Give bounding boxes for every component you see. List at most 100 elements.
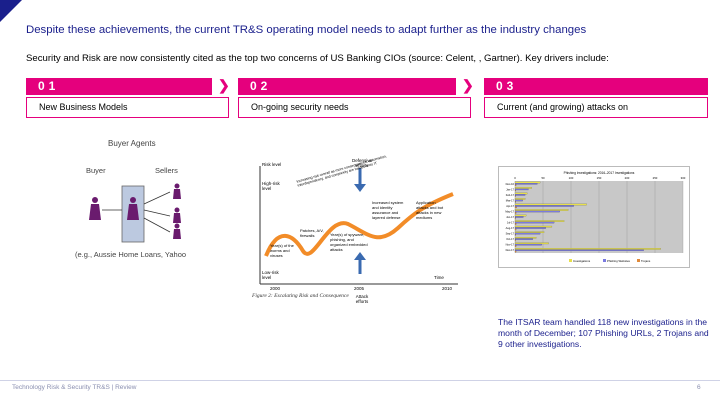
chart-title: Phishing Investigations: 2016–2017 Inves… <box>564 171 635 175</box>
chart-category-label: Nov-17 <box>506 243 515 247</box>
chart-bar <box>514 223 517 225</box>
chart-tick-label: 200 <box>625 176 630 180</box>
footer-divider <box>0 380 720 381</box>
chart-bar <box>514 194 526 196</box>
buyer-agents-diagram <box>89 183 181 243</box>
chart-bar <box>514 212 517 214</box>
risk-stage-1: Year(s) of the worms and viruses <box>270 243 294 258</box>
risk-figure-caption: Figure 2: Escalating Risk and Consequenc… <box>252 293 349 299</box>
chart-category-label: Feb-17 <box>506 193 515 197</box>
phishing-chart: Phishing Investigations: 2016–2017 Inves… <box>498 166 690 268</box>
driver-2-number: 02 <box>238 78 456 95</box>
chevron-right-icon: ❯ <box>462 77 474 93</box>
chart-tick-label: 300 <box>681 176 686 180</box>
chart-bar <box>514 183 538 185</box>
chart-bar <box>514 214 527 217</box>
chart-bar <box>514 239 516 242</box>
chart-bar <box>514 231 545 233</box>
driver-1-number: 01 <box>26 78 212 95</box>
sellers-label: Sellers <box>155 166 178 175</box>
chart-category-label: Dec-16 <box>506 182 515 186</box>
chart-category-label: May-17 <box>505 209 514 213</box>
chart-bar <box>514 192 528 195</box>
chart-category-label: Jun-17 <box>506 215 514 219</box>
risk-year-2005: 2005 <box>354 286 365 291</box>
chart-bar <box>514 188 529 191</box>
buyer-agents-title: Buyer Agents <box>108 139 156 148</box>
chart-tick-label: 150 <box>597 176 602 180</box>
chart-legend-swatch <box>569 259 572 262</box>
chart-legend-swatch <box>603 259 606 262</box>
chevron-right-icon: ❯ <box>218 77 230 93</box>
chart-tick-label: 250 <box>653 176 658 180</box>
chart-category-label: Jan-17 <box>506 187 514 191</box>
risk-defensive: Defensive efforts <box>351 158 372 168</box>
chart-legend-label: Investigations <box>573 259 591 263</box>
chart-category-label: Oct-17 <box>506 237 514 241</box>
chart-bar <box>514 232 541 235</box>
investigation-note: The ITSAR team handled 118 new investiga… <box>498 317 709 349</box>
risk-attack: Attack efforts <box>355 294 369 304</box>
chart-bar <box>514 195 516 197</box>
chart-category-label: Aug-17 <box>506 226 515 230</box>
footer-text: Technology Risk & Security TR&S | Review <box>12 384 137 391</box>
chart-bar <box>514 203 587 206</box>
buyer-agents-caption: (e.g., Aussie Home Loans, Yahoo <box>75 250 187 259</box>
chart-bar <box>514 249 644 251</box>
chart-tick-label: 50 <box>541 176 545 180</box>
corner-triangle <box>0 0 22 22</box>
chart-bar <box>514 225 553 228</box>
page-subtitle: Security and Risk are now consistently c… <box>26 53 609 64</box>
chart-bar <box>514 205 574 207</box>
chart-category-label: Sep-17 <box>506 232 515 236</box>
chart-tick-label: 0 <box>514 176 516 180</box>
chart-bar <box>514 220 565 222</box>
chart-bar <box>514 189 516 192</box>
chart-category-label: Jul-17 <box>507 221 515 225</box>
chart-legend-swatch <box>637 259 640 262</box>
chart-bar <box>514 221 555 224</box>
chart-bar <box>514 206 517 209</box>
chart-bar <box>514 199 523 202</box>
chart-bar <box>514 237 537 239</box>
page-title: Despite these achievements, the current … <box>26 24 587 36</box>
chart-legend-label: Trojans <box>641 259 651 263</box>
risk-stage-3: Year(s) of spyware, phishing, and organi… <box>330 232 368 252</box>
chart-bar <box>514 181 541 184</box>
chart-bar <box>514 238 533 240</box>
chart-bar <box>514 245 517 247</box>
buyer-label: Buyer <box>86 166 106 175</box>
chart-category-label: Apr-17 <box>506 204 514 208</box>
chart-legend-label: Phishing Websites <box>607 259 631 263</box>
chart-bar <box>514 217 516 220</box>
chart-bar <box>514 227 546 229</box>
chart-category-label: Dec-17 <box>506 248 515 252</box>
chart-bar <box>514 242 549 245</box>
chart-bar <box>514 228 517 231</box>
risk-stage-2: Patches, A/V, firewalls <box>300 228 324 238</box>
driver-2-label: On-going security needs <box>238 97 471 118</box>
risk-year-2000: 2000 <box>270 286 281 291</box>
driver-3-number: 03 <box>484 78 708 95</box>
chart-bar <box>514 187 532 189</box>
risk-y-top: Risk level <box>262 162 282 167</box>
risk-y-low: Low-risk level <box>262 270 279 280</box>
chart-bar <box>514 198 526 200</box>
risk-x-axis: Time <box>434 275 444 280</box>
chart-bar <box>514 250 517 253</box>
risk-stage-5: Application attacks and bot attacks in n… <box>416 200 444 220</box>
chart-tick-label: 100 <box>569 176 574 180</box>
risk-y-high: High-risk level <box>262 181 280 191</box>
page-number: 6 <box>697 384 701 391</box>
chart-bar <box>514 248 661 250</box>
chart-bar <box>514 216 524 218</box>
chart-category-label: Mar-17 <box>506 198 515 202</box>
risk-year-2010: 2010 <box>442 286 453 291</box>
chart-bar <box>514 184 517 186</box>
driver-1-label: New Business Models <box>26 97 229 118</box>
risk-stage-4: Increased system and identity assurance … <box>372 200 404 220</box>
chart-bar <box>514 201 516 203</box>
chart-bar <box>514 210 560 213</box>
chart-bar <box>514 209 569 211</box>
chart-bar <box>514 234 516 236</box>
